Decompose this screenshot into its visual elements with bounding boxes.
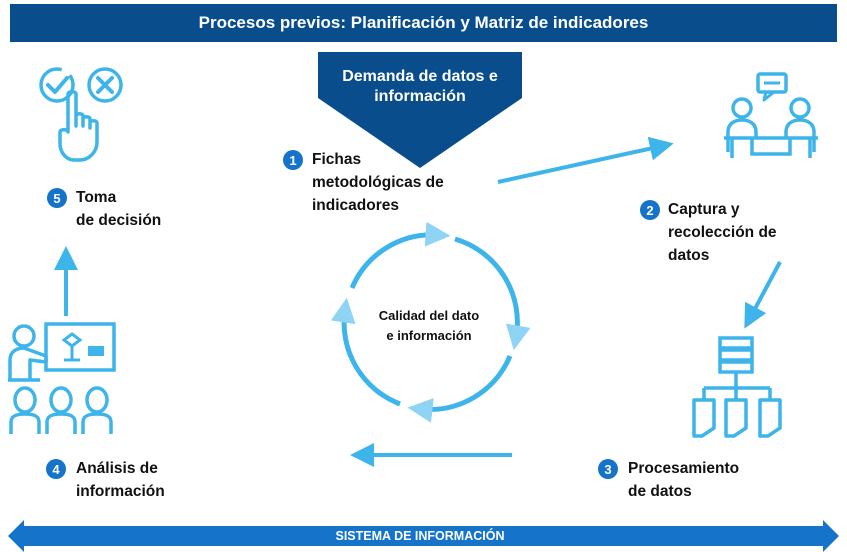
step-2-line2: recolección de	[668, 224, 777, 241]
step-5-line2: de decisión	[76, 212, 162, 229]
database-hierarchy-icon	[692, 336, 782, 438]
step-5-label: Toma de decisión	[76, 186, 161, 232]
step-3-line1: Procesamiento	[628, 460, 740, 477]
step-1-label: Fichas metodológicas de indicadores	[312, 148, 444, 217]
step-4-label: Análisis de información	[76, 457, 165, 503]
cycle-label: Calidad del dato e información	[355, 306, 503, 346]
arrow-2-to-3	[744, 261, 782, 329]
step-3-line2: de datos	[628, 483, 692, 500]
meeting-icon	[724, 72, 818, 158]
step-3-number: 3	[598, 459, 618, 479]
check-circle-icon	[39, 67, 75, 103]
step-3-label: Procesamiento de datos	[628, 457, 739, 503]
step-1-line3: indicadores	[312, 197, 399, 214]
step-4-line2: información	[76, 483, 165, 500]
step-4-number: 4	[46, 459, 66, 479]
arrow-1-to-2	[497, 136, 674, 184]
cycle-line1: Calidad del dato	[378, 308, 480, 323]
footer-label: SISTEMA DE INFORMACIÓN	[335, 529, 505, 543]
step-5-number: 5	[47, 188, 67, 208]
step-2-line3: datos	[668, 247, 710, 264]
pointing-hand-icon	[58, 90, 99, 162]
step-1-line2: metodológicas de	[312, 174, 444, 191]
step-2-number: 2	[640, 200, 660, 220]
header-bar: Procesos previos: Planificación y Matriz…	[10, 4, 837, 42]
step-1-line1: Fichas	[312, 151, 362, 168]
step-2-line1: Captura y	[668, 201, 740, 218]
presentation-audience-icon	[8, 322, 116, 434]
cycle-line2: e información	[386, 328, 472, 343]
step-2-label: Captura y recolección de datos	[668, 198, 777, 267]
step-4-line1: Análisis de	[76, 460, 158, 477]
header-title: Procesos previos: Planificación y Matriz…	[198, 13, 649, 32]
demand-label: Demanda de datos e información	[322, 67, 518, 107]
step-1-number: 1	[283, 150, 303, 170]
demand-line1: Demanda de datos e	[342, 68, 498, 85]
x-circle-icon	[87, 67, 123, 103]
demand-line2: información	[374, 88, 466, 105]
step-5-line1: Toma	[76, 189, 117, 206]
